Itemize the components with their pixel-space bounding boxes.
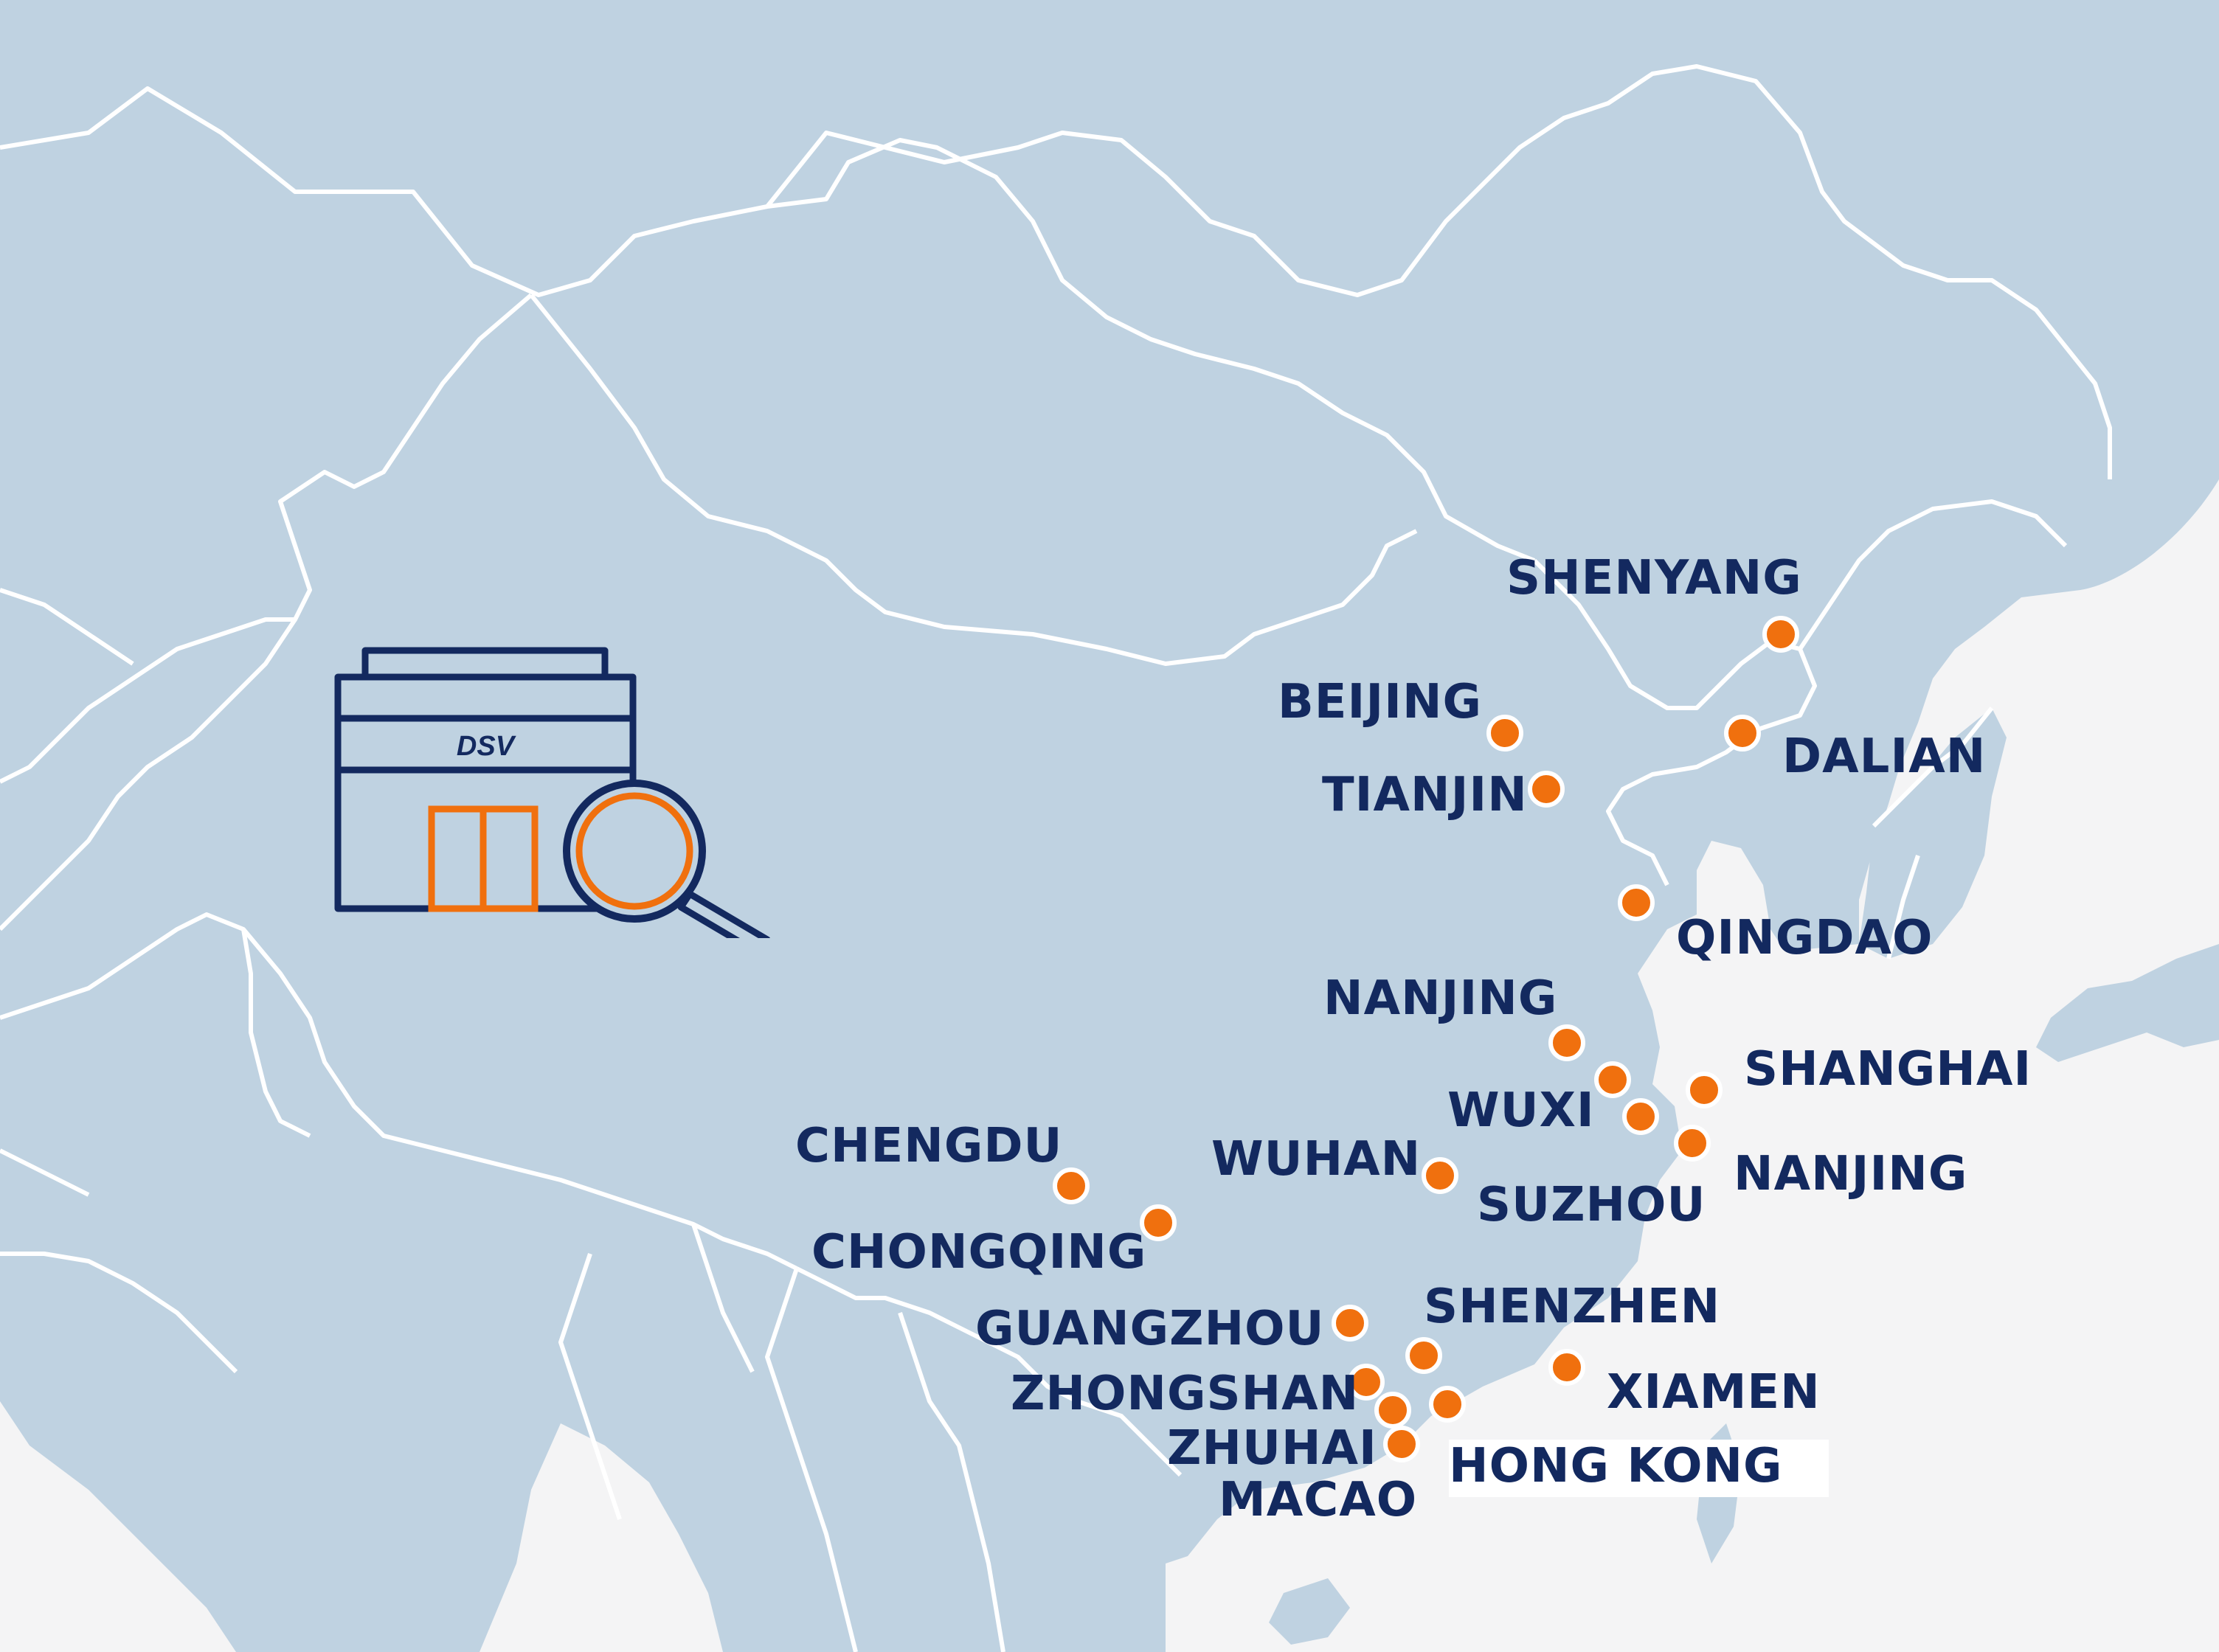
label-nanjing-south: NANJING [1734,1147,1968,1201]
marker-xiamen[interactable] [1548,1349,1585,1386]
label-tianjin: TIANJIN [1322,768,1528,822]
label-shenzhen: SHENZHEN [1424,1280,1721,1334]
label-wuhan: WUHAN [1211,1132,1422,1187]
marker-nanjing-east[interactable] [1594,1061,1631,1098]
marker-nanjing-north[interactable] [1548,1024,1585,1061]
label-chongqing: CHONGQING [811,1225,1147,1280]
marker-shenzhen[interactable] [1405,1337,1442,1374]
marker-beijing[interactable] [1486,715,1523,752]
label-macao: MACAO [1219,1473,1418,1527]
warehouse-door [428,805,539,912]
land-hainan [1269,1578,1350,1645]
label-suzhou: SUZHOU [1477,1178,1706,1232]
marker-nanjing-south[interactable] [1674,1125,1711,1162]
label-xiamen: XIAMEN [1607,1365,1821,1420]
label-shenyang: SHENYANG [1506,551,1802,605]
magnifier-handle [677,890,771,938]
marker-chongqing[interactable] [1140,1204,1177,1241]
label-dalian: DALIAN [1782,729,1987,784]
marker-qingdao[interactable] [1618,884,1655,921]
land-japan [2036,944,2219,1062]
marker-wuhan[interactable] [1422,1157,1458,1194]
label-chengdu: CHENGDU [795,1119,1063,1173]
sea-bay [0,1401,236,1652]
label-nanjing-north: NANJING [1323,971,1558,1026]
marker-dalian[interactable] [1724,715,1761,752]
label-beijing: BEIJING [1278,675,1483,729]
marker-hong-kong[interactable] [1429,1386,1466,1423]
label-qingdao: QINGDAO [1676,911,1934,965]
label-shanghai: SHANGHAI [1744,1042,2032,1097]
marker-shenyang[interactable] [1762,616,1799,653]
marker-tianjin[interactable] [1528,771,1565,808]
warehouse-roof [361,647,609,681]
magnifier-lens [575,792,693,910]
marker-chengdu[interactable] [1053,1167,1090,1204]
brand-logo: DSV [457,731,516,762]
marker-wuxi[interactable] [1622,1098,1659,1135]
label-hong-kong: HONG KONG [1449,1440,1829,1497]
sea-bay-east [480,1423,723,1652]
warehouse-search-icon: DSV [334,647,771,938]
country-borders [0,64,2112,1652]
land-korea [1859,708,2007,959]
label-zhongshan: ZHONGSHAN [1011,1367,1360,1421]
label-guangzhou: GUANGZHOU [975,1302,1325,1356]
label-wuxi: WUXI [1447,1083,1595,1138]
marker-guangzhou[interactable] [1332,1305,1368,1342]
marker-macao[interactable] [1383,1426,1420,1462]
marker-shanghai[interactable] [1686,1072,1723,1108]
marker-zhongshan[interactable] [1348,1364,1385,1401]
label-zhuhai: ZHUHAI [1167,1421,1377,1476]
marker-zhuhai[interactable] [1374,1392,1411,1429]
